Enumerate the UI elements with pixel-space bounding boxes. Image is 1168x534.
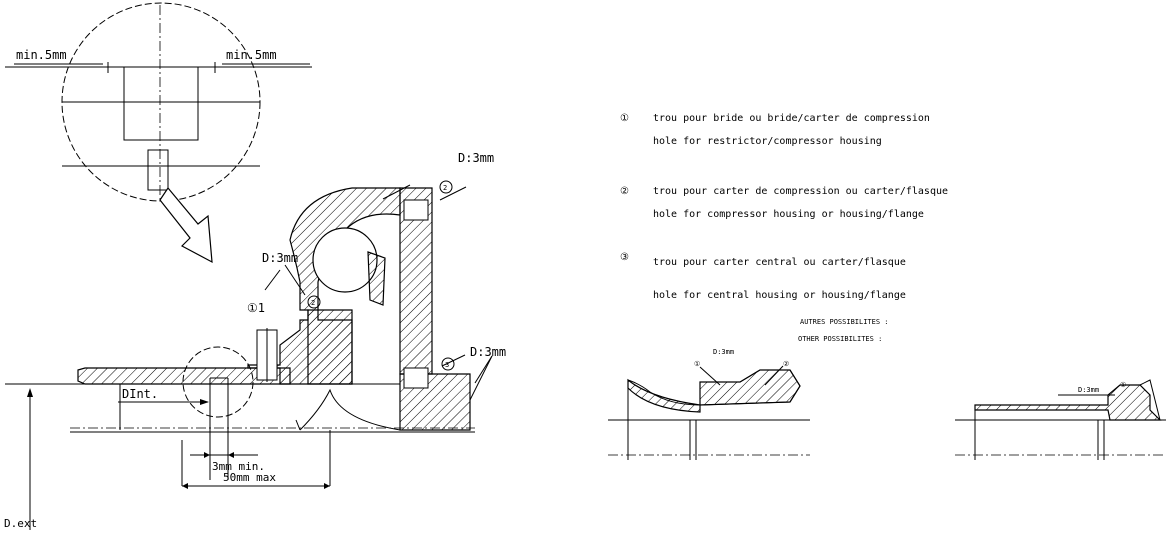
- arrow-down-icon: [159, 186, 213, 264]
- legend-fr: trou pour carter de compression ou carte…: [653, 186, 948, 197]
- svg-text:2: 2: [443, 184, 447, 192]
- other-left-num1: ①: [694, 360, 700, 368]
- d3-top-label: D:3mm: [458, 151, 494, 165]
- other-right-num: ①: [1120, 381, 1126, 389]
- legend-en: hole for central housing or housing/flan…: [653, 290, 906, 301]
- max50-label: 50mm max: [223, 471, 276, 484]
- other-en-label: OTHER POSSIBILITES :: [798, 335, 882, 343]
- legend-item-3: ③ trou pour carter central ou carter/fla…: [620, 252, 906, 301]
- svg-text:3: 3: [445, 361, 449, 369]
- marker-1-label: ①1: [247, 301, 265, 315]
- detail-circle: [5, 2, 312, 202]
- dext-label: D.ext: [4, 517, 37, 530]
- legend: ① trou pour bride ou bride/carter de com…: [620, 113, 948, 301]
- legend-number: ①: [620, 113, 629, 124]
- other-fr-label: AUTRES POSSIBILITES :: [800, 318, 889, 326]
- legend-item-1: ① trou pour bride ou bride/carter de com…: [620, 113, 930, 147]
- dint-label: DInt.: [122, 387, 158, 401]
- legend-en: hole for restrictor/compressor housing: [653, 136, 882, 147]
- legend-number: ③: [620, 252, 629, 263]
- other-left-drawing: [608, 365, 810, 460]
- section-drawing: [5, 187, 475, 480]
- legend-en: hole for compressor housing or housing/f…: [653, 209, 924, 220]
- legend-number: ②: [620, 186, 629, 197]
- legend-item-2: ② trou pour carter de compression ou car…: [620, 186, 948, 220]
- d3-right-label: D:3mm: [470, 345, 506, 359]
- svg-text:2: 2: [311, 299, 315, 307]
- min-right-label: min.5mm: [226, 48, 277, 62]
- min-left-label: min.5mm: [16, 48, 67, 62]
- other-left-num2: ②: [783, 360, 789, 368]
- drawing-markers: 2 2 3: [307, 180, 455, 371]
- other-right-dim: D:3mm: [1078, 386, 1099, 394]
- legend-fr: trou pour carter central ou carter/flasq…: [653, 257, 906, 268]
- min3-label: 3mm min.: [212, 460, 265, 473]
- legend-fr: trou pour bride ou bride/carter de compr…: [653, 113, 930, 124]
- d3-mid-label: D:3mm: [262, 251, 298, 265]
- other-right-drawing: [955, 379, 1166, 460]
- other-left-dim: D:3mm: [713, 348, 734, 356]
